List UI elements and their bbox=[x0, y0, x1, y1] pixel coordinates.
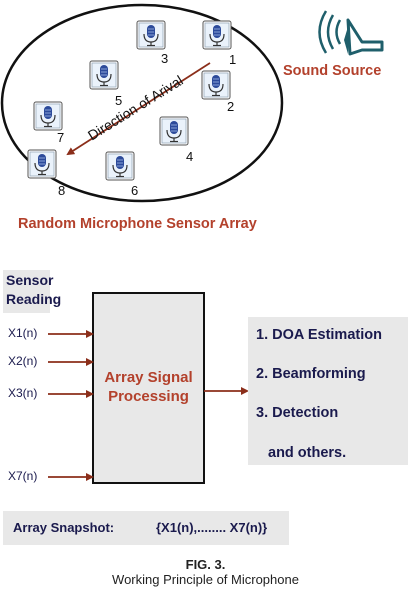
mic-label-7: 7 bbox=[57, 130, 64, 145]
array-title: Random Microphone Sensor Array bbox=[18, 216, 257, 232]
output-panel: 1. DOA Estimation 2. Beamforming 3. Dete… bbox=[248, 317, 408, 465]
sensor-reading-label: Sensor Reading bbox=[3, 270, 61, 313]
mic-3-icon bbox=[136, 20, 166, 50]
mic-label-8: 8 bbox=[58, 183, 65, 198]
mic-label-3: 3 bbox=[161, 51, 168, 66]
mic-7-icon bbox=[33, 101, 63, 131]
output-others: and others. bbox=[268, 445, 347, 461]
output-detection: 3. Detection bbox=[256, 405, 339, 421]
snapshot-label: Array Snapshot: bbox=[13, 520, 115, 535]
sound-source-label: Sound Source bbox=[283, 63, 382, 79]
direction-arrow bbox=[66, 62, 211, 156]
mic-label-2: 2 bbox=[227, 99, 234, 114]
mic-label-1: 1 bbox=[229, 52, 236, 67]
signal-x3: X3(n) bbox=[8, 386, 38, 400]
mic-1-icon bbox=[202, 20, 232, 50]
array-signal-processing-box bbox=[92, 292, 205, 484]
snapshot-value: {X1(n),........ X7(n)} bbox=[156, 520, 268, 535]
processor-label: Array Signal Processing bbox=[104, 369, 193, 405]
mic-4-icon bbox=[159, 116, 189, 146]
array-ellipse bbox=[0, 3, 284, 203]
signal-x7: X7(n) bbox=[8, 469, 38, 483]
mic-8-icon bbox=[27, 149, 57, 179]
output-doa: 1. DOA Estimation bbox=[256, 327, 382, 343]
mic-label-6: 6 bbox=[131, 183, 138, 198]
mic-2-icon bbox=[201, 70, 231, 100]
snapshot-panel: Array Snapshot: {X1(n),........ X7(n)} bbox=[3, 511, 289, 545]
mic-6-icon bbox=[105, 151, 135, 181]
output-beamforming: 2. Beamforming bbox=[256, 366, 366, 382]
speaker-icon bbox=[318, 10, 384, 56]
mic-label-4: 4 bbox=[186, 149, 193, 164]
mic-label-5: 5 bbox=[115, 93, 122, 108]
mic-5-icon bbox=[89, 60, 119, 90]
signal-x1: X1(n) bbox=[8, 326, 38, 340]
figure-label: FIG. 3. bbox=[185, 557, 226, 572]
figure-caption: Working Principle of Microphone bbox=[112, 572, 299, 587]
signal-x2: X2(n) bbox=[8, 354, 38, 368]
